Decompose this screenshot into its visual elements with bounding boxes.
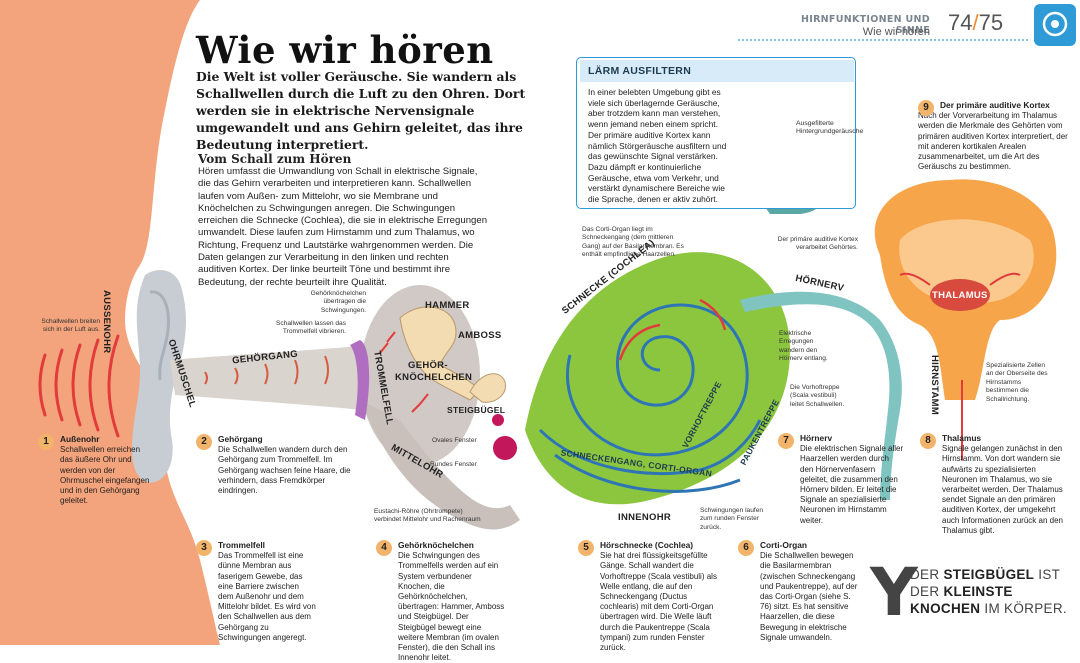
note-knoechelchen: Gehörknöchelchen übertragen die Schwingu…	[310, 290, 366, 314]
fact-text: DER STEIGBÜGEL IST DER KLEINSTE KNOCHEN …	[910, 566, 1075, 617]
fact-letter: Y	[869, 554, 919, 631]
step-6: 6 Corti-Organ Die Schallwellen bewegen d…	[738, 540, 863, 643]
step-7-title: Hörnerv	[800, 433, 833, 443]
step-7-text: Die elektrischen Signale aller Haarzelle…	[800, 444, 904, 525]
step-2-number: 2	[196, 434, 212, 450]
note-eustachi: Eustachi-Röhre (Ohrtrompete) verbindet M…	[374, 508, 481, 524]
section-heading: Vom Schall zum Hören	[198, 152, 352, 166]
note-trommelfell: Schallwellen lassen das Trommelfell vibr…	[275, 320, 346, 336]
step-1-text: Schallwellen erreichen das äußere Ohr un…	[60, 445, 150, 506]
fact-b2: KLEINSTE KNOCHEN	[910, 584, 1013, 616]
section-subtitle: Wie wir hören	[862, 26, 930, 38]
step-5-number: 5	[578, 540, 594, 556]
note-rundes-fenster: Rundes Fenster	[430, 461, 477, 468]
step-1-title: Außenohr	[60, 434, 100, 444]
step-8: 8 Thalamus Signale gelangen zunächst in …	[920, 433, 1070, 536]
step-3-title: Trommelfell	[218, 540, 266, 550]
head-silhouette	[0, 0, 220, 645]
note-schallwellen: Schallwellen breiten sich in der Luft au…	[41, 318, 100, 334]
step-5: 5 Hörschnecke (Cochlea) Sie hat drei flü…	[578, 540, 718, 653]
label-hammer: HAMMER	[425, 300, 470, 311]
label-gehoer-2: KNÖCHELCHEN	[395, 372, 473, 383]
section-body: Hören umfasst die Umwandlung von Schall …	[198, 166, 488, 288]
label-aussenohr: AUSSENOHR	[101, 290, 112, 354]
page-title: Wie wir hören	[196, 28, 494, 72]
step-6-number: 6	[738, 540, 754, 556]
note-zellen: Spezialisierte Zellen an der Oberseite d…	[986, 362, 1048, 403]
intro-text: Die Welt ist voller Geräusche. Sie wande…	[196, 69, 526, 152]
step-2: 2 Gehörgang Die Schallwellen wandern dur…	[196, 434, 361, 496]
step-3-text: Das Trommelfell ist eine dünne Membran a…	[218, 551, 316, 642]
step-9: 9 Der primäre auditive Kortex Nach der V…	[918, 100, 1068, 172]
info-box-caption: Ausgefilterte Hintergrundgeräusche	[796, 120, 864, 136]
note-vorhoftreppe: Die Vorhoftreppe (Scala vestibuli) leite…	[790, 384, 845, 408]
cochlea-spiral	[565, 303, 749, 457]
cochlea	[525, 252, 790, 505]
step-2-title: Gehörgang	[218, 434, 263, 444]
fact-p3: IM KÖRPER.	[980, 601, 1067, 616]
page-right: 75	[978, 10, 1004, 35]
note-runden-fenster: Schwingungen laufen zum runden Fenster z…	[700, 507, 764, 531]
sound-waves	[38, 334, 120, 438]
step-5-text: Sie hat drei flüssigkeitsgefüllte Gänge.…	[600, 551, 717, 653]
label-gehoer-1: GEHÖR-	[408, 360, 448, 371]
step-7-number: 7	[778, 433, 794, 449]
step-1-number: 1	[38, 434, 54, 450]
label-thalamus: THALAMUS	[932, 290, 988, 301]
label-steigbuegel: STEIGBÜGEL	[447, 405, 506, 415]
step-6-title: Corti-Organ	[760, 540, 807, 550]
hearing-diagram: Y	[0, 0, 1076, 645]
ossicles	[399, 306, 481, 401]
step-3-number: 3	[196, 540, 212, 556]
eardrum	[350, 340, 370, 420]
label-hirnstamm: HIRNSTAMM	[929, 355, 940, 416]
note-corti: Das Corti-Organ liegt im Schneckengang (…	[582, 226, 684, 259]
info-box	[576, 57, 856, 209]
step-1: 1 Außenohr Schallwellen erreichen das äu…	[38, 434, 150, 506]
step-4-number: 4	[376, 540, 392, 556]
info-box-title: LÄRM AUSFILTERN	[580, 60, 854, 82]
note-kortex: Der primäre auditive Kortex verarbeitet …	[777, 236, 858, 252]
label-amboss: AMBOSS	[458, 330, 502, 341]
page-numbers: 74/75	[948, 10, 1003, 36]
step-8-title: Thalamus	[942, 433, 982, 443]
step-9-number: 9	[918, 100, 934, 116]
step-8-number: 8	[920, 433, 936, 449]
fact-p2: IST DER	[910, 567, 1060, 599]
info-box-text: In einer belebten Umgebung gibt es viele…	[588, 87, 727, 205]
step-9-title: Der primäre auditive Kortex	[940, 100, 1050, 110]
thalamus	[930, 279, 990, 311]
ear-canal	[170, 346, 362, 410]
step-6-text: Die Schallwellen bewegen die Basilarmemb…	[760, 551, 858, 642]
auditory-nerve	[740, 291, 902, 500]
step-2-text: Die Schallwellen wandern durch den Gehör…	[218, 445, 351, 496]
fact-b1: STEIGBÜGEL	[943, 567, 1035, 582]
step-3: 3 Trommelfell Das Trommelfell ist eine d…	[196, 540, 316, 643]
step-8-text: Signale gelangen zunächst in den Hirnsta…	[942, 444, 1063, 535]
step-4-text: Die Schwingungen des Trommelfells werden…	[398, 551, 505, 663]
label-innenohr: INNENOHR	[618, 512, 672, 523]
section-title: HIRNFUNKTIONEN UND SINNE	[800, 14, 930, 36]
step-5-title: Hörschnecke (Cochlea)	[600, 540, 694, 550]
step-9-text: Nach der Vorverarbeitung im Thalamus wer…	[918, 111, 1068, 172]
page-left: 74	[948, 10, 973, 35]
note-erregungen: Elektrische Erregungen wandern den Hörne…	[779, 330, 828, 363]
step-4-title: Gehörknöchelchen	[398, 540, 474, 550]
note-ovales-fenster: Ovales Fenster	[432, 437, 477, 444]
page-separator: /	[972, 10, 979, 35]
step-7: 7 Hörnerv Die elektrischen Signale aller…	[778, 433, 904, 526]
fact-p1: DER	[910, 567, 944, 582]
